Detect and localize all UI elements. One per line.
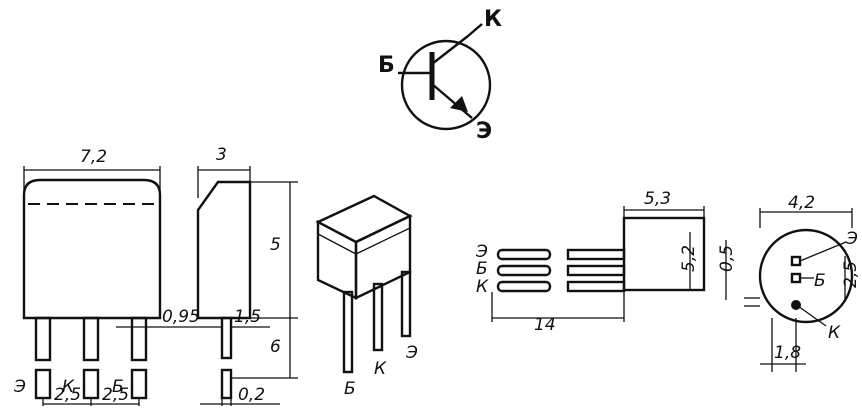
front-pitch-right-label: 2,5 (102, 385, 129, 405)
lead-label-1: Э (475, 242, 488, 262)
side-height-label: 5 (270, 235, 281, 255)
collector-lead (431, 35, 469, 65)
front-pin-1 (34, 316, 52, 362)
front-pin-2 (82, 316, 100, 362)
iso-pin-label-1: Б (344, 379, 356, 399)
side-thickness-label: 0,2 (238, 385, 265, 405)
iso-pin-label-2: К (374, 359, 387, 379)
side-lead-section (220, 368, 233, 400)
end-pin-2 (790, 272, 802, 284)
side-body (196, 180, 252, 320)
lead-left-3 (496, 280, 552, 293)
front-pin-label-2: К (62, 377, 75, 397)
lead-body-width-label: 5,3 (644, 189, 671, 209)
front-pin-section-1 (34, 368, 52, 400)
symbol-emitter-label: Э (476, 119, 492, 144)
lead-length-label: 14 (534, 315, 556, 335)
end-view-circle (758, 228, 854, 324)
iso-pin-label-3: Э (405, 343, 418, 363)
end-pin-label-3: К (828, 323, 841, 343)
front-view: 7,2 Э К Б 2,5 2,5 0,95 (13, 147, 222, 406)
lead-label-2: Б (476, 259, 488, 279)
symbol-collector-label: К (484, 7, 502, 32)
end-view: 4,2 Э Б К 2,5 1,8 (744, 193, 861, 372)
lead-left-2 (496, 264, 552, 277)
side-depth-label: 3 (216, 145, 227, 165)
lead-body-height-label: 5,2 (679, 245, 699, 272)
front-pin-3 (130, 316, 148, 362)
end-pin-label-2: Б (814, 271, 826, 291)
lead-offset-label: 0,5 (717, 245, 737, 272)
symbol-base-label: Б (378, 53, 395, 78)
end-offset-label: 1,8 (774, 343, 801, 363)
end-pin-3 (791, 300, 801, 310)
emitter-arrow (450, 96, 468, 112)
symbol-circle (400, 39, 492, 131)
front-width-label: 7,2 (80, 147, 107, 167)
front-pitch-left-label: 2,5 (54, 385, 81, 405)
side-lead-length-label: 6 (270, 337, 281, 357)
collector-tail (467, 23, 483, 37)
lead-left-1 (496, 248, 552, 261)
iso-pin-2 (372, 282, 384, 352)
pin-gap-label: 0,95 (162, 307, 200, 327)
end-pin-1 (790, 255, 802, 267)
front-pin-section-2 (82, 368, 100, 400)
lead-view: Э Б К 14 5,3 5,2 0,5 (475, 189, 737, 335)
end-spacing-label: 2,5 (841, 261, 861, 288)
lead-right-1 (566, 248, 626, 261)
side-view: 3 5 6 1,5 0,2 (196, 145, 298, 406)
front-pin-section-3 (130, 368, 148, 400)
front-body (22, 178, 162, 320)
iso-pin-3 (400, 270, 412, 338)
lead-label-3: К (476, 277, 489, 297)
lead-right-3 (566, 280, 626, 293)
iso-front-face (316, 220, 358, 300)
front-pin-label-1: Э (13, 377, 26, 397)
emitter-lead (431, 83, 473, 119)
end-pin-label-1: Э (845, 229, 858, 249)
front-pin-label-3: Б (112, 377, 124, 397)
lead-right-2 (566, 264, 626, 277)
side-lead-label: 1,5 (234, 307, 261, 327)
iso-pin-1 (342, 290, 354, 374)
transistor-symbol: Б К Э (378, 7, 502, 144)
iso-view: Б К Э (315, 194, 418, 399)
side-lead (220, 316, 233, 360)
end-diameter-label: 4,2 (788, 193, 815, 213)
